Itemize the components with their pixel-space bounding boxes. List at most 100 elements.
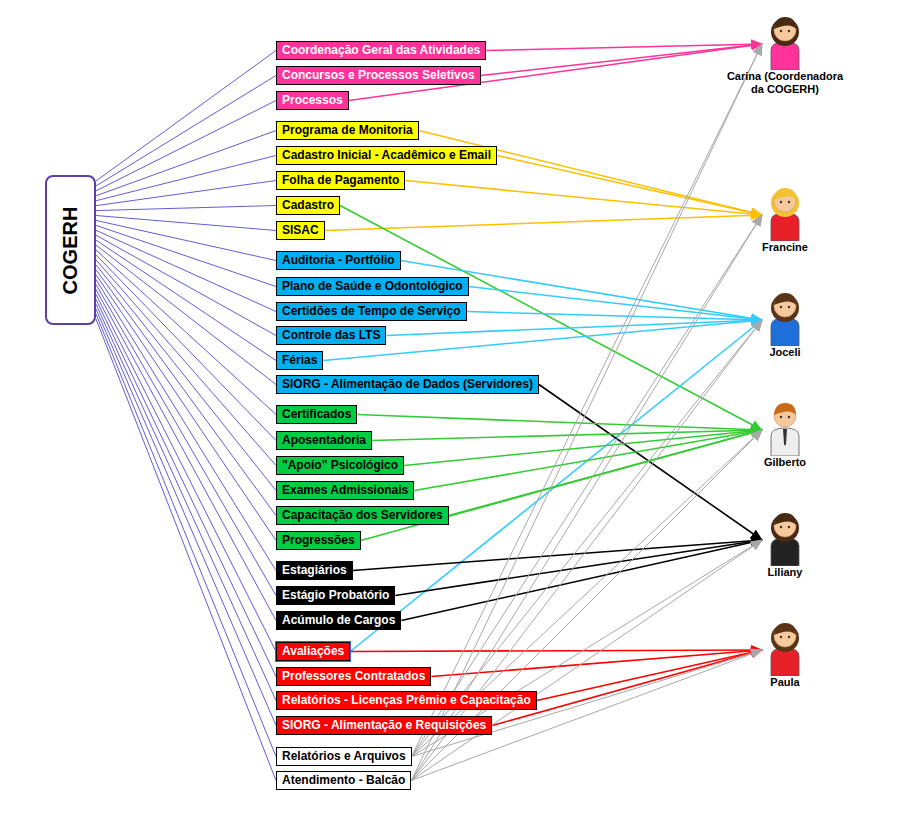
assignment-arrow (405, 181, 762, 216)
task-label: Avaliações (282, 644, 344, 658)
hub-connector (96, 156, 276, 201)
person-name: Joceli (745, 346, 825, 359)
task-box: Plano de Saúde e Odontológico (276, 277, 469, 296)
assignment-arrow (497, 156, 762, 216)
task-label: Cadastro Inicial - Acadêmico e Email (282, 148, 491, 162)
task-label: Auditoria - Portfólio (282, 253, 395, 267)
hub-connector (96, 275, 276, 541)
assignment-arrow (404, 430, 762, 466)
person-icon (762, 508, 808, 566)
task-box: Processos (276, 91, 349, 110)
task-box: SIORG - Alimentação de Dados (Servidores… (276, 375, 539, 394)
task-box: SIORG - Alimentação e Requisições (276, 716, 492, 735)
task-box: Cadastro (276, 196, 340, 215)
task-box: Controle das LTS (276, 326, 386, 345)
assignment-arrow (537, 650, 762, 701)
task-label: Relatórios - Licenças Prêmio e Capacitaç… (282, 693, 531, 707)
hub-connector (96, 319, 276, 781)
person-name: Liliany (745, 566, 825, 579)
task-label: Controle das LTS (282, 328, 380, 342)
person-name: Carina (Coordenadora da COGERH) (720, 70, 850, 96)
task-label: Acúmulo de Cargos (282, 613, 395, 627)
task-box: Cadastro Inicial - Acadêmico e Email (276, 146, 497, 165)
hub-connector (96, 304, 276, 700)
task-label: Programa de Monitoria (282, 123, 413, 137)
task-box: Certidões de Tempo de Serviço (276, 302, 467, 321)
task-label: Aposentadoria (282, 433, 366, 447)
assignment-arrow (323, 320, 762, 361)
task-label: "Apoio" Psicológico (282, 458, 398, 472)
person-icon (762, 12, 808, 70)
hub-connector (96, 76, 276, 186)
hub-connector (96, 294, 276, 651)
assignment-arrow (414, 430, 762, 491)
assignment-arrow (492, 650, 762, 726)
task-box: Concursos e Processos Seletivos (276, 66, 481, 85)
task-box: Folha de Pagamento (276, 171, 405, 190)
hub-connector (96, 216, 276, 231)
hub-connector (96, 181, 276, 206)
person-node: Joceli (745, 288, 825, 359)
task-box: Auditoria - Portfólio (276, 251, 401, 270)
task-box: Coordenação Geral das Atividades (276, 41, 486, 60)
hub-connector (96, 240, 276, 360)
task-label: Relatórios e Arquivos (282, 749, 406, 763)
task-label: SISAC (282, 223, 319, 237)
task-label: Progressões (282, 533, 355, 547)
assignment-arrow (469, 287, 762, 321)
hub-connector (96, 225, 276, 286)
hub-connector (96, 270, 276, 516)
task-label: SIORG - Alimentação de Dados (Servidores… (282, 377, 533, 391)
assignment-arrow (401, 540, 762, 621)
hub-title: COGERH (59, 206, 82, 294)
task-box: Acúmulo de Cargos (276, 611, 401, 630)
hub-connector (96, 230, 276, 311)
person-name: Gilberto (745, 456, 825, 469)
task-label: Certidões de Tempo de Serviço (282, 304, 461, 318)
person-node: Francine (745, 183, 825, 254)
hub-connector (96, 250, 276, 415)
hub-connector (96, 299, 276, 676)
task-label: Atendimento - Balcão (282, 773, 405, 787)
task-box: Capacitação dos Servidores (276, 506, 449, 525)
assignment-arrow (386, 320, 762, 336)
task-box: Atendimento - Balcão (276, 771, 411, 790)
task-box: Aposentadoria (276, 431, 372, 450)
task-label: Concursos e Processos Seletivos (282, 68, 475, 82)
hub-connector (96, 265, 276, 491)
assignment-arrow (350, 650, 762, 652)
person-name: Francine (745, 241, 825, 254)
task-box: Férias (276, 351, 323, 370)
assignment-arrow (357, 415, 762, 431)
task-label: SIORG - Alimentação e Requisições (282, 718, 486, 732)
task-label: Folha de Pagamento (282, 173, 399, 187)
task-label: Estágio Probatório (282, 588, 389, 602)
task-box: Professores Contratados (276, 667, 431, 686)
person-icon (762, 288, 808, 346)
task-label: Professores Contratados (282, 669, 425, 683)
hub-connector (96, 131, 276, 196)
hub-connector (96, 101, 276, 191)
task-label: Certificados (282, 407, 351, 421)
assignment-arrow (412, 215, 762, 757)
hub-connector (96, 51, 276, 182)
person-icon (762, 618, 808, 676)
task-box: Progressões (276, 531, 361, 550)
assignment-arrow (467, 312, 763, 321)
task-box: "Apoio" Psicológico (276, 456, 404, 475)
task-box: Avaliações (276, 642, 350, 661)
person-icon (762, 183, 808, 241)
task-label: Capacitação dos Servidores (282, 508, 443, 522)
hub-connector (96, 260, 276, 466)
assignment-arrow (419, 131, 762, 216)
person-icon (762, 398, 808, 456)
task-box: Relatórios - Licenças Prêmio e Capacitaç… (276, 691, 537, 710)
task-box: Estagiários (276, 561, 353, 580)
task-label: Exames Admissionais (282, 483, 408, 497)
person-node: Carina (Coordenadora da COGERH) (720, 12, 850, 96)
task-label: Estagiários (282, 563, 347, 577)
assignment-arrow (481, 44, 762, 76)
task-box: SISAC (276, 221, 325, 240)
task-label: Processos (282, 93, 343, 107)
task-box: Programa de Monitoria (276, 121, 419, 140)
